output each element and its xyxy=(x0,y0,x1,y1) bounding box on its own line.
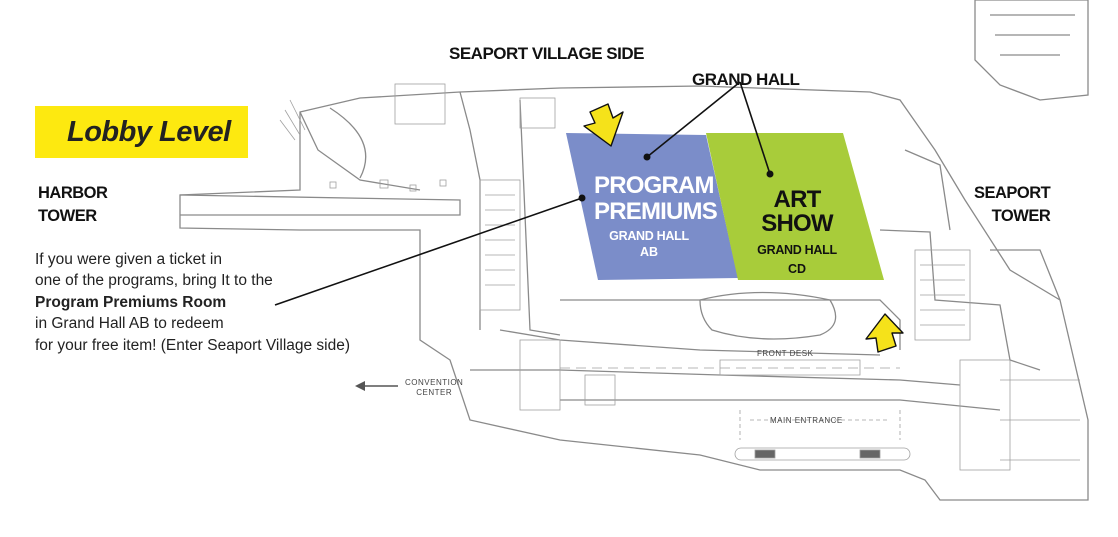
front-desk-label: FRONT DESK xyxy=(757,349,814,358)
art-show-room[interactable] xyxy=(706,133,884,280)
building-outline xyxy=(179,0,1089,501)
harbor-tower-label: HARBOR TOWER xyxy=(38,184,108,225)
art-show-label[interactable]: ART SHOW GRAND HALL CD xyxy=(757,186,837,276)
convention-center-label: CONVENTION CENTER xyxy=(405,378,464,397)
program-premiums-note: If you were given a ticket in one of the… xyxy=(35,251,351,354)
seaport-tower-label: SEAPORT TOWER xyxy=(974,184,1051,225)
grand-hall-label: GRAND HALL xyxy=(692,70,800,89)
lobby-level-title: Lobby Level xyxy=(67,116,231,148)
seaport-village-side-label: SEAPORT VILLAGE SIDE xyxy=(449,44,644,63)
entrance-arrow-bottom-icon xyxy=(865,313,904,353)
interior-details xyxy=(279,83,1080,471)
entrance-arrow-top-icon xyxy=(583,103,624,147)
callout-lines xyxy=(274,81,771,306)
main-entrance-label: MAIN ENTRANCE xyxy=(770,416,843,425)
program-premiums-label[interactable]: PROGRAM PREMIUMS GRAND HALL AB xyxy=(594,172,718,259)
grand-hall-cd-dot xyxy=(766,170,774,178)
premiums-dot xyxy=(578,194,586,202)
lobby-level-badge: Lobby Level xyxy=(35,106,248,158)
convention-center-arrow-icon xyxy=(355,381,398,391)
program-premiums-room[interactable] xyxy=(566,133,738,280)
grand-hall-ab-dot xyxy=(643,153,651,161)
